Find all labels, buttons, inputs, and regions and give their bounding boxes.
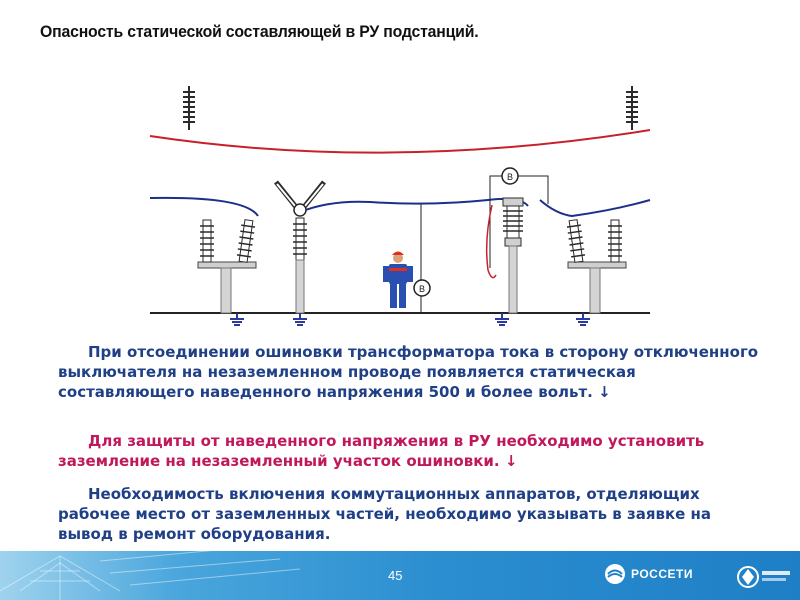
substation-diagram: В В (149, 86, 651, 326)
ground-symbol-3-icon (495, 313, 509, 326)
mrsk-logo-icon (737, 566, 790, 588)
paragraph-3: Необходимость включения коммутационных а… (58, 484, 768, 544)
bus-wire-left (149, 196, 259, 217)
bus-wire-right (539, 199, 651, 218)
footer-tower-art (0, 551, 301, 600)
rosseti-logo-icon (605, 564, 625, 584)
voltmeter-top-icon: В (501, 167, 519, 185)
paragraph-3-text: Необходимость включения коммутационных а… (58, 485, 712, 543)
paragraph-1-text: При отсоединении ошиновки трансформатора… (58, 343, 759, 401)
voltmeter-top-wire-right (518, 175, 549, 204)
footer-band (0, 551, 800, 600)
slide-title: Опасность статической составляющей в РУ … (40, 22, 479, 41)
disconnector-icon (274, 180, 326, 314)
suspension-insulator-right-icon (626, 86, 638, 130)
left-insulator-stack-icon (197, 219, 257, 314)
loose-lead (485, 204, 497, 279)
paragraph-1: При отсоединении ошиновки трансформатора… (58, 342, 768, 402)
voltmeter-left-icon: В (413, 279, 431, 297)
suspension-insulator-left-icon (183, 86, 195, 130)
page-number: 45 (388, 568, 403, 583)
paragraph-2: Для защиты от наведенного напряжения в Р… (58, 431, 768, 471)
voltmeter-top-label: В (507, 172, 513, 182)
voltmeter-left-label: В (419, 284, 425, 294)
voltmeter-top-wire (489, 175, 502, 268)
rosseti-logo-text: РОССЕТИ (631, 567, 693, 581)
worker-figure-icon (383, 251, 413, 308)
current-transformer-icon (502, 197, 524, 314)
right-insulator-stack-icon (566, 219, 627, 314)
rosseti-logo: РОССЕТИ (604, 563, 693, 585)
overhead-line (149, 129, 651, 154)
bus-wire-middle (299, 197, 529, 213)
ground-symbol-2-icon (293, 313, 307, 326)
ground-symbol-4-icon (576, 313, 590, 326)
paragraph-2-text: Для защиты от наведенного напряжения в Р… (58, 432, 705, 470)
ground-symbol-1-icon (230, 313, 244, 326)
